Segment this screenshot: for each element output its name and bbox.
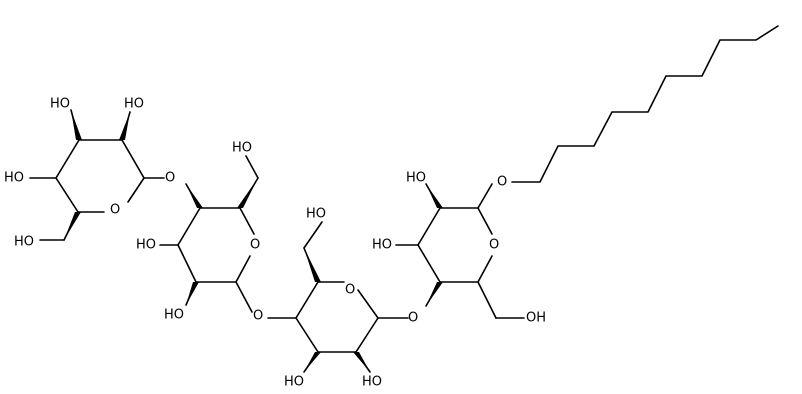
hydroxyl-a3: HO (124, 97, 144, 112)
ring-oxygen-b: O (250, 238, 260, 253)
ring-oxygen-a: O (110, 203, 120, 218)
hydroxyl-c2: HO (362, 375, 382, 390)
atom-labels: O O O O O O O O HO HO HO HO HO HO HO HO … (4, 97, 546, 390)
hydroxyl-b3: HO (136, 238, 156, 253)
ring-a (29, 109, 165, 241)
hydroxyl-d6: OH (526, 311, 546, 326)
hydroxyl-a2: HO (50, 97, 70, 112)
hydroxyl-d3: HO (372, 238, 392, 253)
hydroxyl-a4: HO (4, 171, 24, 186)
hydroxyl-b2: HO (164, 308, 184, 323)
ether-oxygen-decyl: O (497, 175, 507, 190)
hydroxyl-c3: HO (284, 375, 304, 390)
ring-d (395, 183, 525, 319)
stereo-bonds (64, 110, 443, 372)
ring-oxygen-d: O (489, 238, 499, 253)
hydroxyl-d2: HO (406, 171, 426, 186)
hydroxyl-b6: HO (232, 141, 252, 156)
glycosidic-oxygen-cd: O (408, 311, 418, 326)
hydroxyl-c6: HO (306, 207, 326, 222)
ring-oxygen-c: O (345, 283, 355, 298)
glycosidic-oxygen-ab: O (165, 171, 175, 186)
hydroxyl-a6: HO (14, 235, 34, 250)
decyl-chain (511, 25, 779, 183)
glycosidic-oxygen-bc: O (253, 309, 263, 324)
